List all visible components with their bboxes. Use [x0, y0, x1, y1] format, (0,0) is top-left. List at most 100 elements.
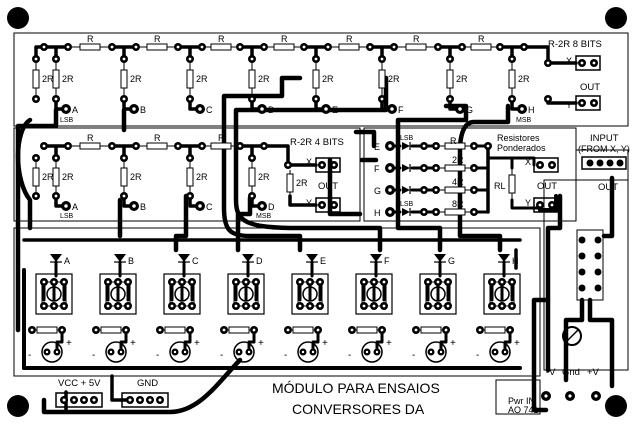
ladder-pad — [52, 95, 60, 103]
resistor-label: 2R — [296, 178, 308, 188]
led-pin — [437, 348, 445, 356]
trace — [41, 357, 243, 415]
header-pin — [330, 201, 338, 209]
r2-resistor: 2R — [248, 162, 270, 192]
ladder-pad — [32, 95, 40, 103]
bit-input-pad — [257, 104, 267, 114]
module-title-line1: MÓDULO PARA ENSAIOS — [272, 380, 440, 396]
resistor-pad — [122, 326, 130, 334]
resistor-label: R — [478, 34, 485, 44]
ladder-pad — [40, 142, 48, 150]
resistor-label: R — [154, 34, 161, 44]
resistor-label: R — [87, 133, 94, 143]
header-pin — [318, 201, 326, 209]
r2-resistor: 2R — [286, 170, 308, 196]
ladder-pad — [470, 208, 478, 216]
diode-symbol — [402, 208, 410, 216]
bit-label-8bit: C — [206, 105, 213, 115]
switch-bit-label: D — [256, 256, 263, 266]
diode-symbol — [498, 254, 510, 262]
resistor-pad — [92, 326, 100, 334]
ladder-pad — [420, 142, 428, 150]
resistor-label: 2R — [388, 74, 400, 84]
switch-pin — [188, 278, 196, 286]
msb-label-4bit: MSB — [256, 213, 272, 220]
header-pin — [590, 99, 598, 107]
switch-bit-label: H — [512, 256, 519, 266]
led-pin — [171, 348, 179, 356]
lsb-label-weighted-top: LSB — [400, 135, 414, 142]
bit-label-8bit: F — [398, 105, 404, 115]
resistor-label: 2R — [452, 155, 464, 165]
gnd-small-label: Gnd — [562, 367, 580, 378]
ladder-pad — [484, 142, 492, 150]
lsb-label-8bit: LSB — [60, 117, 74, 124]
x-label-8bit: X — [566, 56, 572, 66]
ladder-pad — [378, 95, 386, 103]
resistor-pad — [58, 326, 66, 334]
bit-input-pad — [385, 185, 395, 195]
gnd-label: GND — [137, 378, 158, 389]
resistor-pad — [284, 326, 292, 334]
switch-pin — [370, 302, 378, 310]
bit-label-weighted: H — [374, 208, 381, 218]
led — [425, 341, 447, 363]
trace — [173, 193, 189, 253]
ladder-pad — [470, 142, 478, 150]
led-plus-label: + — [194, 338, 200, 349]
r2-resistor: 2R — [248, 63, 270, 95]
out-header-4bit-x — [315, 157, 341, 173]
switch-pin — [104, 278, 112, 286]
led-plus-label: + — [450, 338, 456, 349]
led-plus-label: + — [386, 338, 392, 349]
bit-input-pad — [257, 201, 267, 211]
bit-input-pad — [129, 201, 139, 211]
switch-bit-label: C — [192, 256, 199, 266]
ladder-pad — [432, 164, 440, 172]
out-label-weighted: OUT — [537, 181, 557, 192]
switch-pin — [60, 278, 68, 286]
ladder-pad — [52, 55, 60, 63]
led-minus-label: - — [28, 350, 31, 361]
r2r4-title: R-2R 4 BITS — [290, 137, 344, 148]
components: R2RAR2RBR2RCR2RDR2RER2RFR2RG2RH2RR2RAR2R… — [28, 34, 601, 363]
led-minus-label: - — [476, 350, 479, 361]
out-header-weighted-y — [533, 197, 559, 213]
resistor-label: 4R — [452, 177, 464, 187]
resistor-label: R — [218, 133, 225, 143]
led-minus-label: - — [220, 350, 223, 361]
r-resistor: R — [72, 133, 108, 150]
opamp-ic — [576, 229, 604, 301]
out-header-weighted-x — [533, 157, 559, 173]
trace — [15, 107, 59, 333]
led — [41, 341, 63, 363]
ladder-pad — [366, 43, 374, 51]
weighted-title-line1: Resistores — [497, 133, 540, 143]
module-title-line2: CONVERSORES DA — [292, 401, 425, 417]
r-resistor: R — [466, 34, 496, 51]
ladder-pad — [446, 55, 454, 63]
r2-resistor: 2R — [446, 63, 468, 95]
resistor-label: 2R — [130, 74, 142, 84]
resistor-label: 2R — [62, 172, 74, 182]
ladder-pad — [186, 95, 194, 103]
resistor-label: 2R — [322, 74, 334, 84]
dip-switch[interactable] — [227, 273, 265, 315]
ladder-pad — [248, 55, 256, 63]
switch-pin — [360, 302, 368, 310]
led-pin — [117, 348, 125, 356]
led-pin — [373, 348, 381, 356]
out-label-4bit: OUT — [318, 181, 338, 192]
resistor-pad — [28, 326, 36, 334]
r2-resistor: 2R — [378, 63, 400, 95]
trace — [311, 328, 320, 354]
switch-pin — [380, 302, 388, 310]
out-header-4bit-y — [315, 197, 341, 213]
trace — [235, 195, 253, 253]
dip-switch[interactable] — [355, 273, 393, 315]
r2-resistor: 2R — [52, 162, 74, 192]
r2-resistor: 2R — [186, 162, 208, 192]
pwr-in-label: Pwr IN — [508, 396, 535, 406]
trace — [233, 75, 389, 253]
